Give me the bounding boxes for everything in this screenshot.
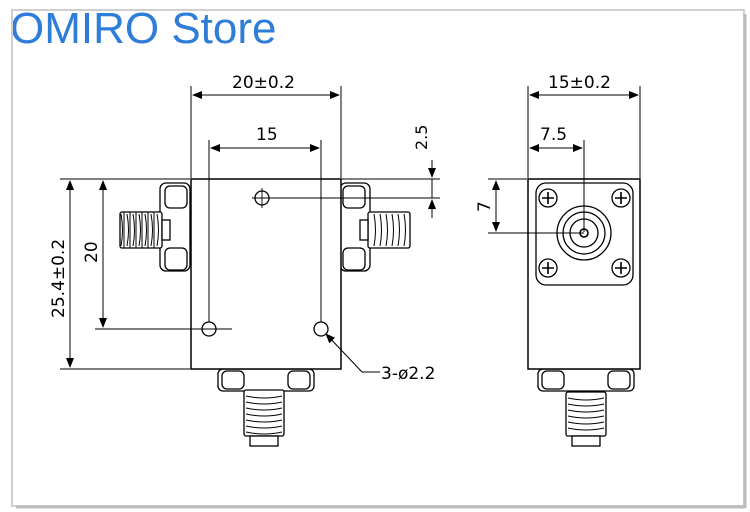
front-view (119, 178, 411, 447)
front-dimensions (60, 86, 440, 373)
page-border (11, 9, 747, 509)
dim-side-center-y: 7 (475, 201, 495, 212)
bottom-sma-connector (217, 368, 315, 447)
dim-height-total: 25.4±0.2 (49, 239, 69, 318)
side-dimension-labels: 15±0.2 7.5 7 (475, 73, 611, 212)
right-sma-connector (339, 182, 411, 272)
front-dimension-labels: 20±0.2 15 2.5 25.4±0.2 20 3-ø2.2 (49, 73, 435, 384)
dim-side-width: 15±0.2 (548, 73, 611, 93)
left-sma-connector (119, 182, 191, 272)
side-bottom-connector (537, 368, 635, 447)
store-title: OMIRO Store (10, 4, 277, 53)
side-dimensions (488, 86, 641, 234)
flange-screws (538, 188, 631, 278)
dim-top-offset: 2.5 (412, 125, 431, 150)
dim-hole-spacing-y: 20 (82, 241, 102, 263)
dim-width-total: 20±0.2 (232, 73, 295, 93)
front-body (190, 178, 342, 370)
dim-side-center-x: 7.5 (540, 125, 567, 145)
side-view (527, 178, 641, 447)
dim-hole-spacing-x: 15 (256, 125, 278, 145)
dim-hole-callout: 3-ø2.2 (381, 364, 435, 384)
